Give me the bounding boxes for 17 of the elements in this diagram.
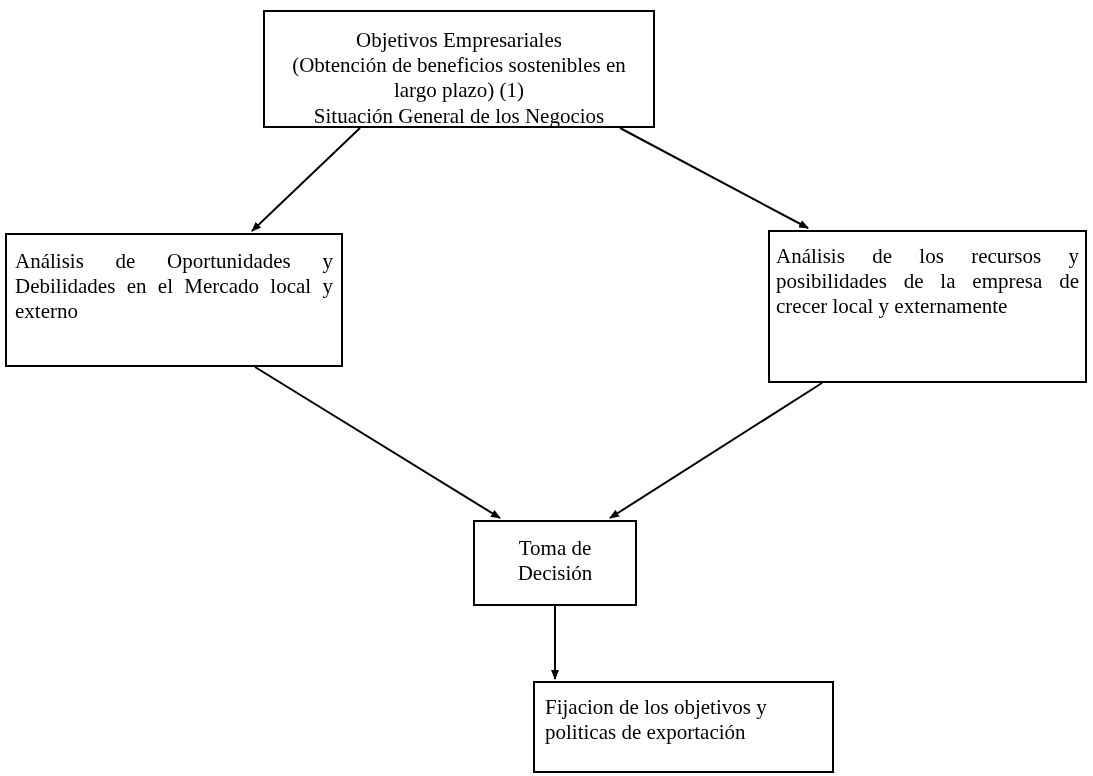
box-text: Análisis de Oportunidades y Debilidades en el Mercado local y externo <box>15 249 333 325</box>
process-box <box>768 230 1087 383</box>
box-text: Situación General de los Negocios <box>312 103 606 129</box>
arrow <box>619 127 809 229</box>
box-text: Análisis de los recursos y posibilidades de la empresa de crecer local y externamente <box>776 244 1079 320</box>
arrow <box>609 382 823 519</box>
process-box <box>5 233 343 367</box>
process-box <box>263 10 655 128</box>
box-text: (Obtención de beneficios sostenibles en largo plazo) (1) <box>291 53 627 104</box>
process-box <box>473 520 637 606</box>
arrow <box>254 366 501 519</box>
arrow <box>551 605 559 680</box>
box-text: Toma de Decisión <box>516 536 594 587</box>
arrow <box>251 127 361 232</box>
box-text: Objetivos Empresariales <box>355 28 563 54</box>
box-text: Fijacion de los objetivos y politicas de exportación <box>545 695 768 746</box>
process-box <box>533 681 834 773</box>
